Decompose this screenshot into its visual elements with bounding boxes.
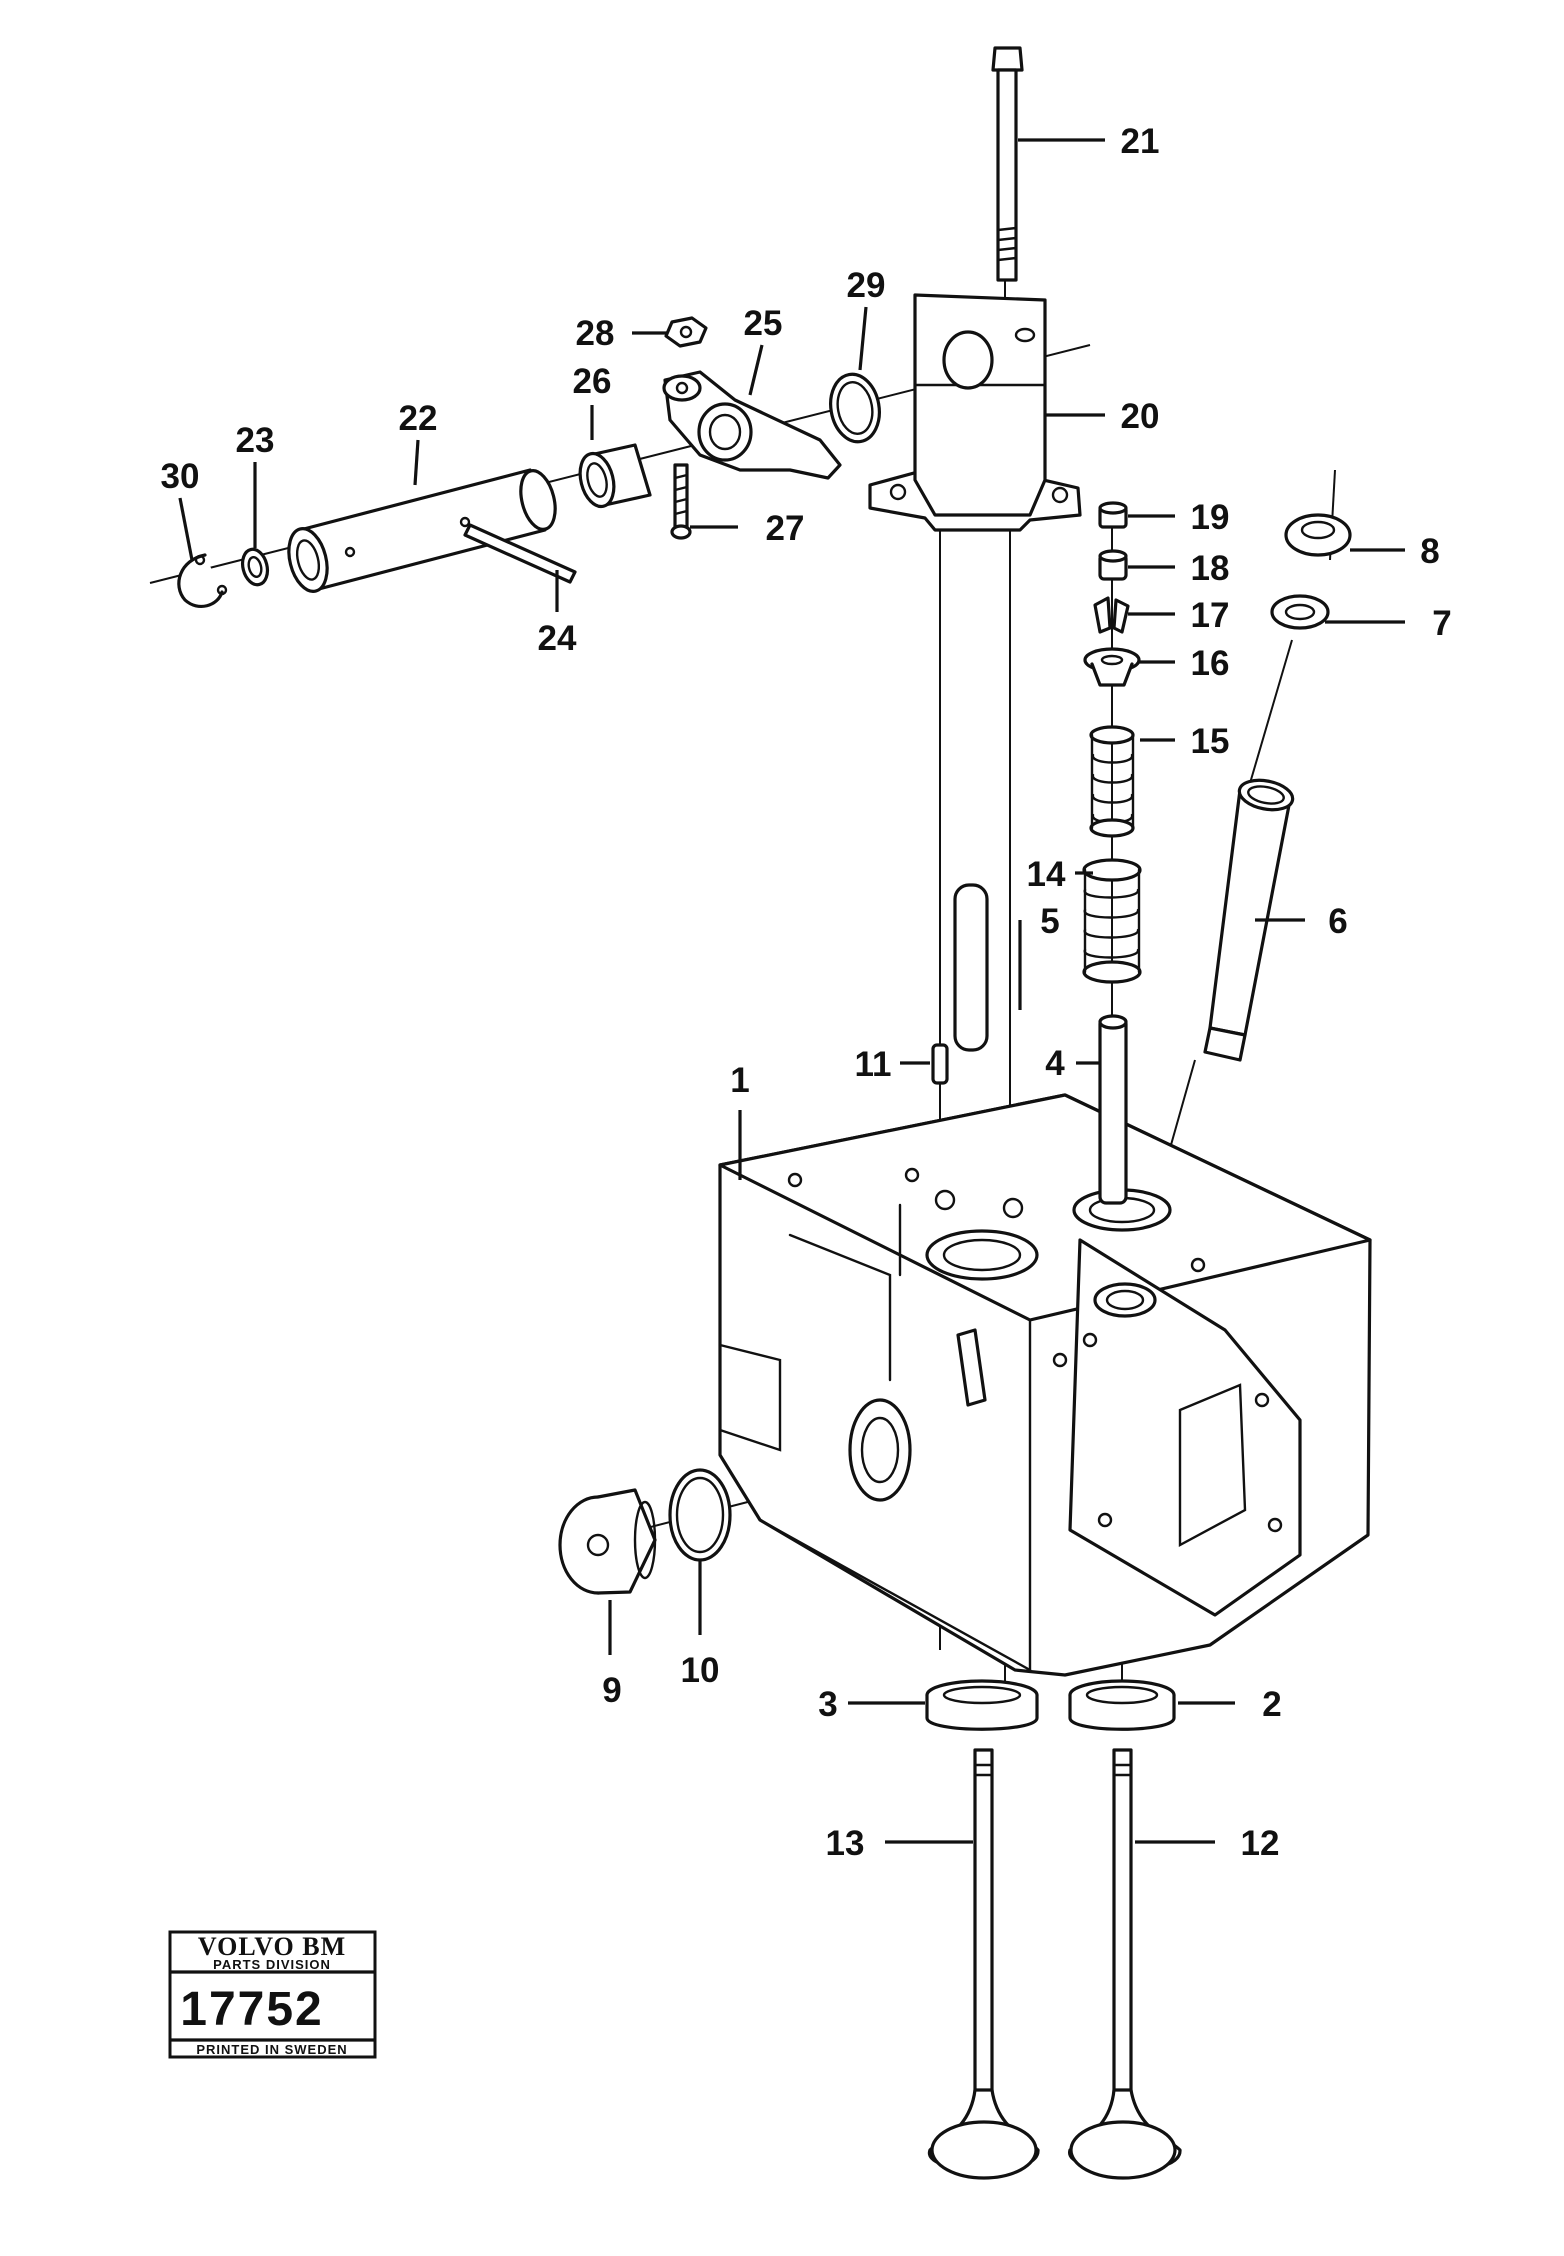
- callout-11: 11: [855, 1045, 892, 1084]
- callout-15: 15: [1191, 722, 1230, 761]
- callout-5: 5: [1040, 902, 1059, 941]
- spring-retainer: [1083, 647, 1141, 687]
- sealing-ring-10: [668, 1468, 732, 1562]
- callout-14: 14: [1027, 855, 1066, 894]
- leader-lines: [178, 138, 1405, 1844]
- callout-numbers: 1 2 3 4 5 6 7 8 9 10 11 12 13 14 15 16 1…: [161, 122, 1452, 1863]
- callout-16: 16: [1191, 644, 1230, 683]
- stamp-printed: PRINTED IN SWEDEN: [196, 2042, 347, 2057]
- lock-nut: [664, 316, 708, 348]
- callout-22: 22: [399, 399, 438, 438]
- spacer-sleeve: [578, 443, 652, 509]
- callout-29: 29: [847, 266, 886, 305]
- washer-29: [829, 372, 881, 444]
- callout-9: 9: [602, 1671, 621, 1710]
- seal-ring-8: [1284, 513, 1352, 557]
- valve-guide-4: [1098, 1014, 1128, 1205]
- callout-10: 10: [681, 1651, 720, 1690]
- rocker-bracket: [868, 293, 1082, 532]
- intake-valve-12: [1068, 1748, 1182, 2180]
- callout-4: 4: [1045, 1044, 1065, 1083]
- callout-8: 8: [1420, 532, 1439, 571]
- stamp-number: 17752: [180, 1983, 323, 2036]
- rocker-arm: [662, 370, 842, 480]
- callout-1: 1: [730, 1061, 749, 1100]
- callout-30: 30: [161, 457, 200, 496]
- valve-cap-18: [1098, 549, 1128, 581]
- shaft-pin: [463, 523, 577, 584]
- callout-12: 12: [1241, 1824, 1280, 1863]
- callout-3: 3: [818, 1685, 837, 1724]
- adjusting-screw: [670, 463, 692, 540]
- callout-27: 27: [766, 509, 805, 548]
- inner-valve-spring: [1089, 725, 1135, 838]
- outer-valve-spring: [1082, 858, 1142, 984]
- callout-25: 25: [744, 304, 783, 343]
- exhaust-valve-13: [928, 1748, 1040, 2180]
- callout-13: 13: [826, 1824, 865, 1863]
- callout-23: 23: [236, 421, 275, 460]
- valve-seat-ring-3: [925, 1679, 1039, 1731]
- callout-2: 2: [1262, 1685, 1281, 1724]
- callout-21: 21: [1121, 122, 1160, 161]
- callout-19: 19: [1191, 498, 1230, 537]
- callout-18: 18: [1191, 549, 1230, 588]
- valve-cotters: [1093, 596, 1130, 634]
- callout-17: 17: [1191, 596, 1230, 635]
- stamp-brand: VOLVO BM: [198, 1932, 346, 1961]
- valve-cap-19: [1098, 501, 1128, 529]
- callout-6: 6: [1328, 902, 1347, 941]
- stamp-division: PARTS DIVISION: [213, 1957, 331, 1972]
- parts-stamp: VOLVO BM PARTS DIVISION 17752 PRINTED IN…: [168, 1930, 377, 2059]
- valve-seat-ring-2: [1068, 1679, 1176, 1731]
- valve-guide-5: [953, 883, 989, 1052]
- cylinder-head: [718, 1093, 1372, 1677]
- callout-26: 26: [573, 362, 612, 401]
- washer-23: [240, 547, 270, 587]
- seal-ring-7: [1270, 594, 1330, 630]
- plug-9: [558, 1488, 657, 1595]
- protective-tube: [1203, 778, 1295, 1062]
- rocker-shaft: [287, 468, 557, 593]
- sleeve-11: [931, 1043, 949, 1085]
- callout-24: 24: [538, 619, 577, 658]
- callout-7: 7: [1432, 604, 1451, 643]
- bracket-bolt: [991, 46, 1024, 282]
- callout-20: 20: [1121, 397, 1160, 436]
- callout-28: 28: [576, 314, 615, 353]
- circlip-30: [177, 553, 228, 609]
